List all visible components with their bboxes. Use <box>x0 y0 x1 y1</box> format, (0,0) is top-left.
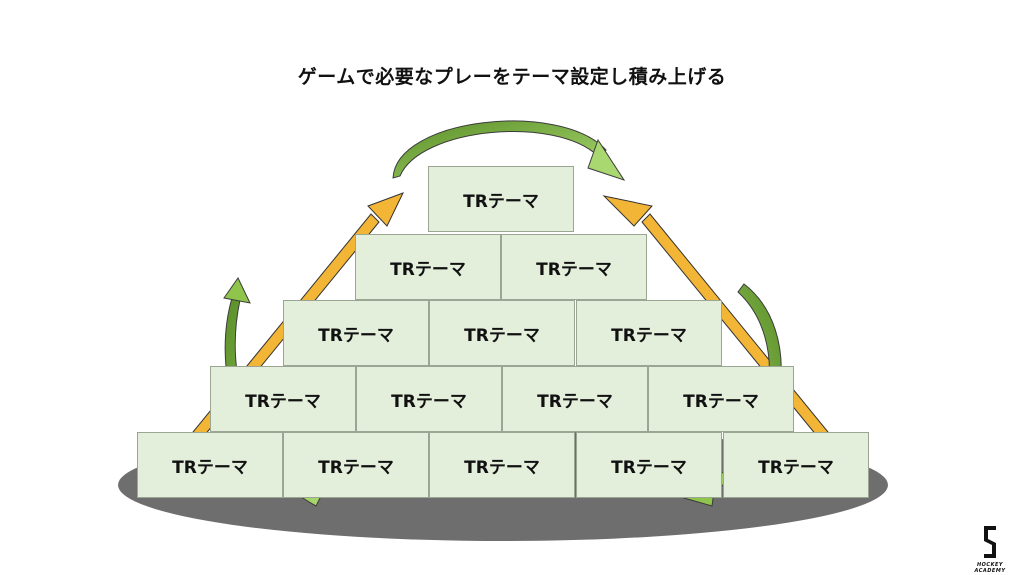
theme-block: TRテーマ <box>428 166 574 232</box>
theme-block: TRテーマ <box>576 300 722 366</box>
theme-block: TRテーマ <box>210 366 356 432</box>
theme-block: TRテーマ <box>283 300 429 366</box>
theme-block: TRテーマ <box>648 366 794 432</box>
top-curved-arrow <box>392 120 626 181</box>
theme-block: TRテーマ <box>723 432 869 498</box>
theme-block: TRテーマ <box>501 234 647 300</box>
theme-block: TRテーマ <box>356 366 502 432</box>
theme-block: TRテーマ <box>576 432 722 498</box>
hockey-academy-logo: HOCKEY ACADEMY <box>962 524 1018 574</box>
theme-block: TRテーマ <box>355 234 501 300</box>
theme-block: TRテーマ <box>429 432 575 498</box>
theme-block: TRテーマ <box>283 432 429 498</box>
theme-block: TRテーマ <box>137 432 283 498</box>
theme-block: TRテーマ <box>429 300 575 366</box>
logo-text: HOCKEY ACADEMY <box>974 562 1006 574</box>
theme-block: TRテーマ <box>502 366 648 432</box>
logo-mark-icon <box>984 526 996 558</box>
diagram-title: ゲームで必要なプレーをテーマ設定し積み上げる <box>297 66 727 88</box>
